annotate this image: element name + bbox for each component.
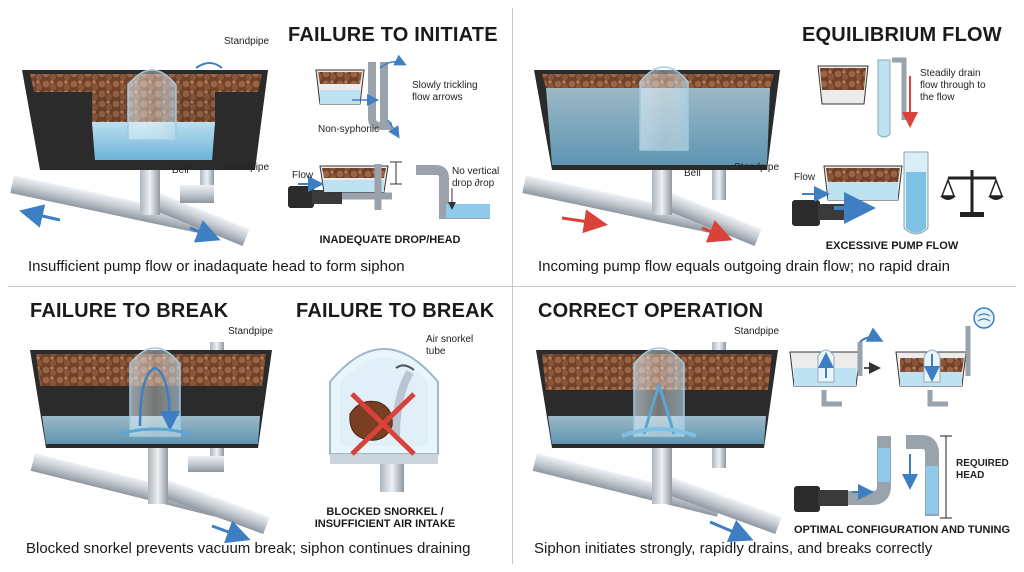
bell-siphon (119, 347, 191, 437)
bell-siphon (127, 69, 177, 141)
bell-siphon (639, 66, 689, 151)
panel-failure-to-initiate: FAILURE TO INITIATE Standpipe Standpipe … (0, 0, 512, 286)
standpipe-label-top: Standpipe (224, 36, 270, 47)
trickle-label: Slowly trickling flow arrows (412, 80, 478, 103)
optimal-config-diagram (794, 435, 952, 519)
standpipe-label: Standpipe (734, 326, 780, 337)
standpipe-label: Standpipe (228, 326, 274, 337)
standpipe-label: Standpipe (734, 162, 780, 173)
standpipe-label: Standpipe (224, 162, 270, 173)
panel-subtitle: INADEQUATE DROP/HEAD (319, 234, 461, 246)
panel-title: EQUILIBRIUM FLOW (802, 24, 1002, 46)
bell-label: Bell (684, 168, 701, 179)
flow-label: Flow (794, 172, 816, 183)
failure-to-break-illustration (30, 342, 439, 544)
cycle-diagrams (789, 307, 995, 407)
panel-caption: Blocked snorkel prevents vacuum break; s… (26, 540, 471, 557)
bell-siphon (621, 347, 697, 438)
panel-subtitle: EXCESSIVE PUMP FLOW (825, 240, 959, 252)
bell-label: Bell (172, 165, 189, 176)
inadequate-drop-diagram (288, 161, 490, 219)
snorkel-label: Air snorkel tube (426, 334, 474, 357)
panel-title: CORRECT OPERATION (538, 300, 764, 322)
panel-correct-operation: CORRECT OPERATION Standpipe REQUIRED HEA… (512, 286, 1024, 572)
panel-title-right: FAILURE TO BREAK (296, 300, 495, 322)
panel-subtitle: OPTIMAL CONFIGURATION AND TUNING (793, 524, 1011, 536)
non-siphonic-label: Non-syphonic (318, 124, 380, 135)
excessive-pump-diagram (792, 151, 929, 235)
flow-label: Flow (292, 170, 314, 181)
scales-icon (940, 170, 1004, 217)
blocked-snorkel-closeup (329, 348, 439, 492)
panel-title-left: FAILURE TO BREAK (30, 300, 229, 322)
panel-title: FAILURE TO INITIATE (288, 24, 498, 46)
non-siphonic-diagram (315, 54, 407, 139)
steady-drain-label: Steadily drain flow through to the flow (920, 68, 986, 103)
equilibrium-flow-illustration (522, 57, 1004, 246)
panel-equilibrium-flow: EQUILIBRIUM FLOW Bell Standpipe Steadily… (512, 0, 1024, 286)
panel-subtitle: BLOCKED SNORKEL / INSUFFICIENT AIR INTAK… (314, 506, 456, 530)
required-head-label: REQUIRED HEAD (956, 458, 1009, 481)
failure-to-initiate-illustration (10, 54, 490, 246)
panel-failure-to-break: FAILURE TO BREAK FAILURE TO BREAK Standp… (0, 286, 512, 572)
panel-caption: Siphon initiates strongly, rapidly drain… (534, 540, 933, 557)
steady-drain-diagram (817, 57, 918, 138)
panel-caption: Incoming pump flow equals outgoing drain… (538, 258, 950, 275)
panel-caption: Insufficient pump flow or inadaquate hea… (28, 258, 405, 275)
no-drop-label: No vertical drop ∂rop (452, 166, 500, 189)
correct-operation-illustration (532, 307, 995, 543)
horizontal-divider (8, 286, 1016, 287)
